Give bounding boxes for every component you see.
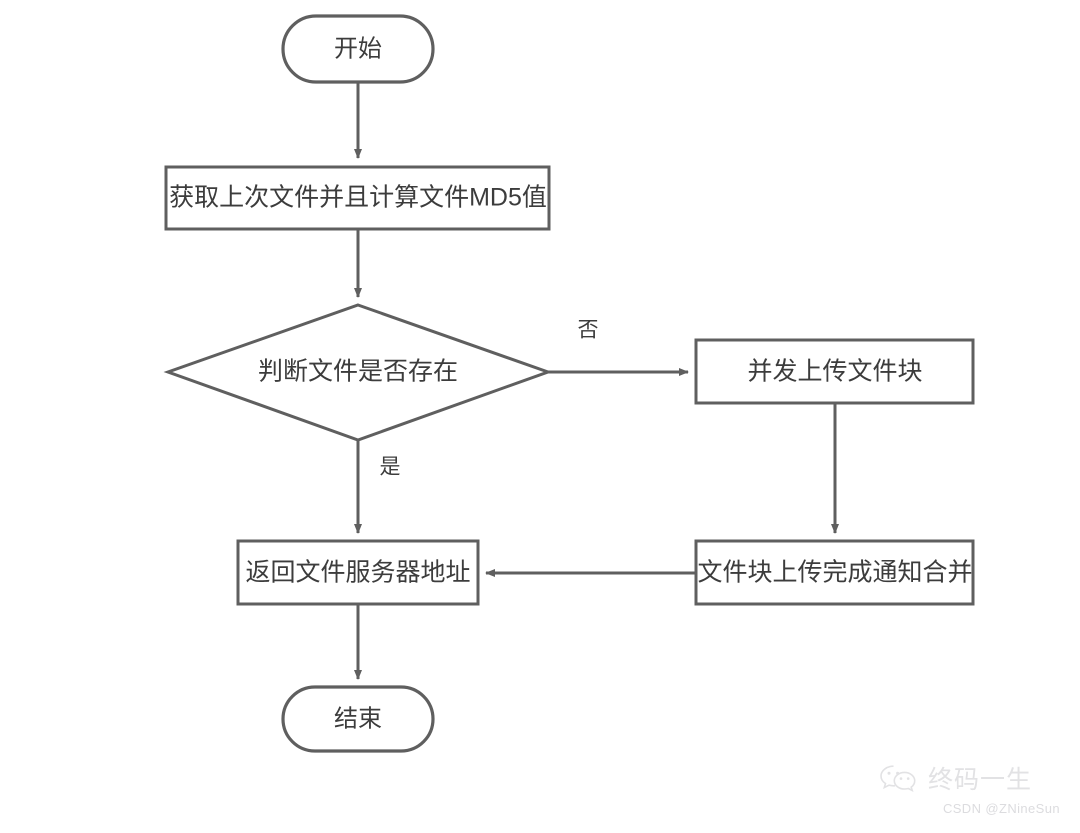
node-end-label: 结束 — [334, 705, 382, 732]
node-notify-merge[interactable]: 文件块上传完成通知合并 — [694, 539, 975, 606]
node-return-address[interactable]: 返回文件服务器地址 — [236, 539, 480, 606]
node-return-address-shape[interactable] — [236, 539, 480, 606]
edge-decision-to-upload: 否 — [548, 319, 689, 376]
node-notify-merge-label: 文件块上传完成通知合并 — [697, 559, 972, 587]
edge-label-no: 否 — [578, 319, 599, 342]
node-file-exists-decision-label: 判断文件是否存在 — [258, 358, 458, 386]
node-file-exists-decision-shape[interactable] — [163, 303, 553, 442]
node-start-shape[interactable] — [281, 14, 435, 84]
edge-label-yes: 是 — [380, 456, 401, 479]
node-compute-md5-shape[interactable] — [164, 165, 551, 231]
node-concurrent-upload-shape[interactable] — [694, 338, 975, 405]
edge-decision-to-return: 是 — [354, 440, 401, 534]
node-end-shape[interactable] — [281, 685, 435, 753]
node-compute-md5-label: 获取上次文件并且计算文件MD5值 — [169, 184, 547, 212]
node-end[interactable]: 结束 — [281, 685, 435, 753]
node-notify-merge-shape[interactable] — [694, 539, 975, 606]
node-concurrent-upload[interactable]: 并发上传文件块 — [694, 338, 975, 405]
node-start[interactable]: 开始 — [281, 14, 435, 84]
node-concurrent-upload-label: 并发上传文件块 — [747, 358, 922, 386]
node-start-label: 开始 — [334, 35, 382, 62]
node-compute-md5[interactable]: 获取上次文件并且计算文件MD5值 — [164, 165, 551, 231]
node-return-address-label: 返回文件服务器地址 — [245, 559, 470, 587]
node-file-exists-decision[interactable]: 判断文件是否存在 — [163, 303, 553, 442]
